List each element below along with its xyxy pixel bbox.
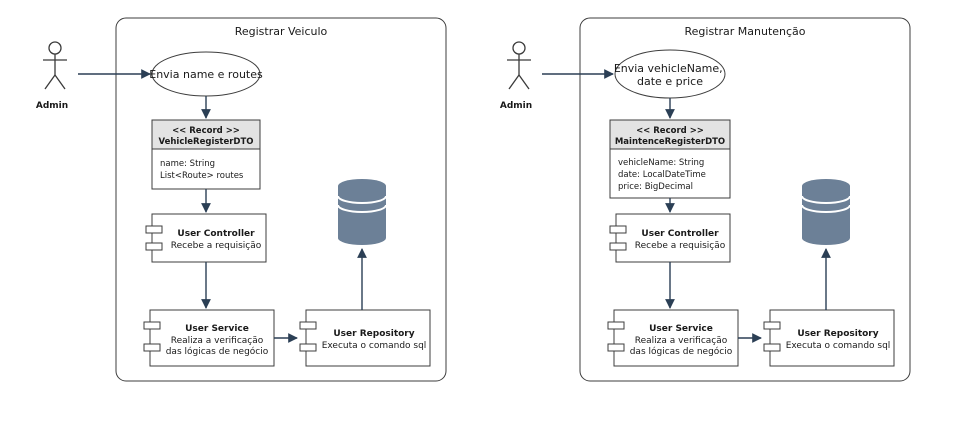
component-icon: [299, 321, 317, 330]
component-icon: [609, 225, 627, 234]
frame-title: Registrar Manutenção: [684, 25, 805, 38]
frame-registrar-veiculo: [115, 17, 447, 382]
record-box: << Record >> VehicleRegisterDTO name: St…: [151, 119, 261, 190]
service-name: User Service: [649, 324, 713, 334]
repository-name: User Repository: [333, 329, 414, 339]
record-field: List<Route> routes: [160, 171, 244, 181]
usecase-label: Envia name e routes: [149, 68, 263, 81]
record-stereotype: << Record >>: [636, 126, 704, 136]
component-icon: [145, 242, 163, 251]
component-icon: [763, 343, 781, 352]
record-field: vehicleName: String: [618, 158, 704, 168]
controller-desc: Recebe a requisição: [635, 241, 726, 251]
record-name: VehicleRegisterDTO: [158, 137, 253, 147]
repository-name: User Repository: [797, 329, 878, 339]
service-component: User Service Realiza a verificação das l…: [143, 309, 275, 367]
service-component: User Service Realiza a verificação das l…: [607, 309, 739, 367]
actor-label: Admin: [500, 101, 532, 111]
component-icon: [607, 321, 625, 330]
repository-desc: Executa o comando sql: [786, 341, 891, 351]
database-icon: [337, 179, 387, 245]
component-icon: [143, 343, 161, 352]
service-desc: das lógicas de negócio: [630, 346, 733, 357]
component-icon: [143, 321, 161, 330]
component-icon: [299, 343, 317, 352]
service-desc: Realiza a verificação: [635, 336, 728, 346]
service-desc: das lógicas de negócio: [166, 346, 269, 357]
controller-name: User Controller: [641, 229, 719, 239]
usecase-label: Envia vehicleName, date e price: [614, 62, 726, 88]
diagram-registrar-veiculo: Registrar Veiculo Admin Envia name e rou…: [36, 17, 447, 382]
repository-component: User Repository Executa o comando sql: [763, 309, 895, 367]
controller-name: User Controller: [177, 229, 255, 239]
diagram-registrar-manutencao: Registrar Manutenção Admin Envia vehicle…: [500, 17, 911, 382]
record-box: << Record >> MaintenceRegisterDTO vehicl…: [609, 119, 731, 199]
record-name: MaintenceRegisterDTO: [615, 137, 725, 147]
record-stereotype: << Record >>: [172, 126, 240, 136]
service-desc: Realiza a verificação: [171, 336, 264, 346]
record-field: date: LocalDateTime: [618, 170, 706, 180]
frame-registrar-manutencao: [579, 17, 911, 382]
actor-icon: [507, 41, 531, 90]
component-icon: [607, 343, 625, 352]
actor-label: Admin: [36, 101, 68, 111]
actor-icon: [43, 41, 67, 90]
component-icon: [145, 225, 163, 234]
component-icon: [609, 242, 627, 251]
record-field: name: String: [160, 159, 215, 169]
repository-component: User Repository Executa o comando sql: [299, 309, 431, 367]
controller-component: User Controller Recebe a requisição: [609, 213, 731, 263]
frame-title: Registrar Veiculo: [235, 25, 328, 38]
controller-component: User Controller Recebe a requisição: [145, 213, 267, 263]
database-icon: [801, 179, 851, 245]
controller-desc: Recebe a requisição: [171, 241, 262, 251]
service-name: User Service: [185, 324, 249, 334]
component-icon: [763, 321, 781, 330]
record-field: price: BigDecimal: [618, 182, 693, 192]
repository-desc: Executa o comando sql: [322, 341, 427, 351]
